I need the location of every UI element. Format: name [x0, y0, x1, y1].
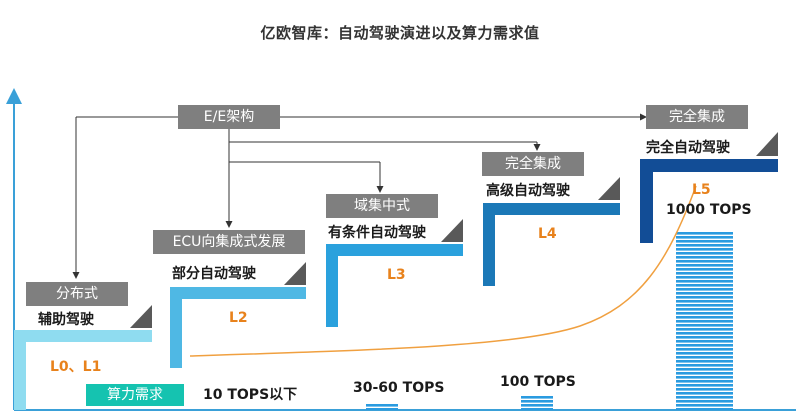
ee-architecture-box: E/E架构 [178, 105, 280, 129]
compute-demand-label: 算力需求 [86, 384, 184, 406]
step-5-shape [640, 159, 778, 243]
diagram-title: 亿欧智库：自动驾驶演进以及算力需求值 [260, 24, 540, 42]
compute-bar-5 [676, 232, 733, 410]
level-label-3: L3 [387, 267, 406, 283]
stage-name-3: 有条件自动驾驶 [328, 225, 426, 241]
stage-name-1: 辅助驾驶 [38, 312, 94, 328]
compute-bar-4 [521, 395, 553, 410]
arch-box-full-integration-l5: 完全集成 [646, 105, 748, 129]
compute-value-2: 30-60 TOPS [353, 380, 445, 396]
compute-value-3: 100 TOPS [500, 374, 576, 390]
level-label-5: L5 [692, 182, 711, 198]
arch-box-ecu-integration: ECU向集成式发展 [153, 230, 305, 254]
step-4-corner [598, 177, 620, 200]
compute-value-1: 10 TOPS以下 [203, 387, 298, 403]
level-label-2: L2 [229, 310, 248, 326]
arch-box-domain-centralized: 域集中式 [326, 194, 438, 218]
step-2-shape [170, 287, 306, 368]
arch-box-full-integration-l4: 完全集成 [482, 152, 584, 176]
step-3-shape [326, 244, 463, 327]
step-1-corner [130, 305, 152, 328]
compute-curve [189, 185, 697, 357]
stage-name-2: 部分自动驾驶 [172, 266, 256, 282]
arch-box-distributed: 分布式 [26, 282, 128, 306]
level-label-4: L4 [538, 226, 557, 242]
stage-name-5: 完全自动驾驶 [646, 140, 730, 156]
compute-value-4: 1000 TOPS [666, 202, 752, 218]
step-1-shape [14, 330, 152, 410]
stage-name-4: 高级自动驾驶 [486, 183, 570, 199]
level-label-1: L0、L1 [50, 359, 102, 375]
step-3-corner [441, 219, 463, 242]
compute-bar-3 [366, 404, 398, 410]
step-5-corner [756, 132, 778, 156]
step-2-corner [284, 262, 306, 285]
step-4-shape [483, 203, 620, 286]
